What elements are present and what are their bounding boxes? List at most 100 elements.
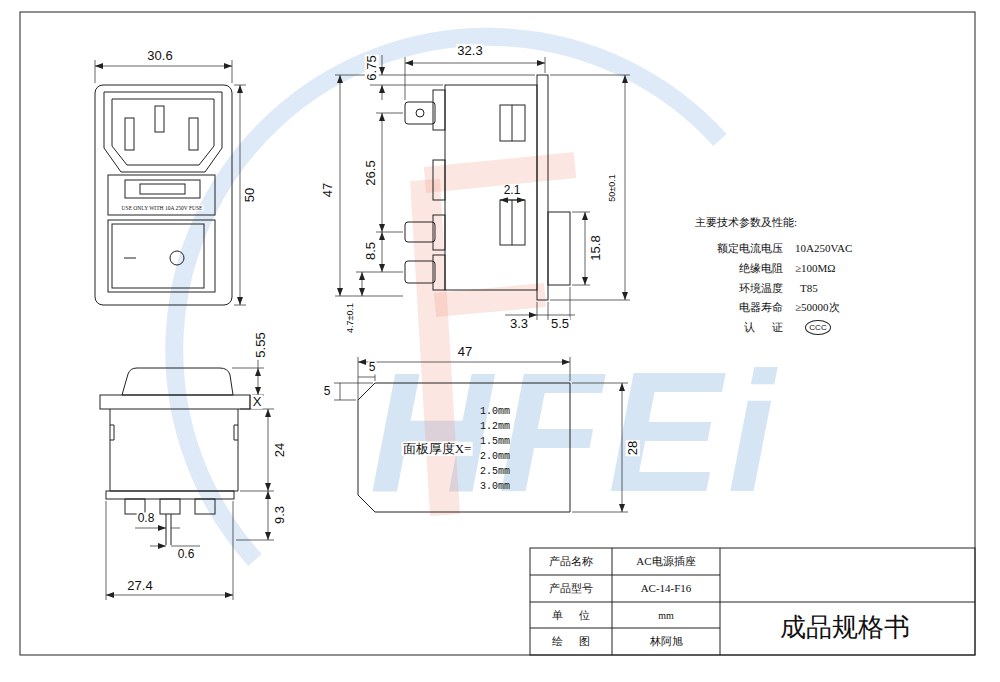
side-view-part (405, 102, 435, 124)
side-view-part (545, 57, 546, 73)
dimension-text: 47 (321, 182, 335, 198)
panel-cutout-part (358, 377, 375, 378)
spec-text: 认 证 (744, 321, 783, 333)
front-view-part (112, 224, 204, 288)
spec-text: 环境温度 (739, 282, 783, 294)
watermark-logo (174, 37, 720, 560)
side-view-part (382, 232, 383, 272)
side-view-part (585, 212, 586, 285)
spec-text: 主要技术参数及性能: (695, 216, 797, 228)
title-block-part (530, 575, 720, 576)
dimension-text: 0.6 (177, 548, 196, 561)
switch-side-view-part (234, 425, 238, 440)
switch-side-view-part (258, 368, 259, 395)
switch-side-view-part (166, 514, 167, 545)
front-view-part (140, 184, 185, 194)
watermark-logo-part (425, 165, 575, 180)
table-cell: 林阿旭 (649, 635, 684, 647)
dimension-text: 5 (323, 385, 332, 398)
switch-side-view-part (232, 368, 264, 369)
side-view-part (548, 212, 570, 285)
switch-side-view-part (135, 528, 166, 529)
watermark-logo-part (174, 37, 720, 560)
front-view-part (155, 106, 164, 132)
spec-text: 额定电流电压 (717, 242, 783, 254)
dimension-text: 30.6 (146, 49, 173, 63)
dimension-text: 26.5 (364, 159, 378, 186)
dimension-text: 3.0mm (480, 481, 510, 492)
certification-mark: CCC (805, 320, 830, 335)
panel-cutout-part (572, 512, 628, 513)
panel-cutout-part (375, 374, 376, 381)
side-view-part (512, 105, 513, 141)
side-view-part (376, 113, 403, 114)
side-view-part (625, 75, 626, 300)
title-block (530, 548, 975, 655)
dimension-text: 27.4 (126, 579, 153, 593)
switch-side-view-part (258, 360, 259, 368)
switch-side-view-part (106, 595, 233, 596)
side-view-part (382, 55, 383, 75)
title-block-part (530, 628, 720, 629)
switch-side-view-part (171, 528, 180, 529)
front-view-part (112, 99, 214, 165)
side-view-part (370, 85, 443, 86)
side-view-part (572, 212, 590, 213)
sheet-frame-part (20, 12, 975, 655)
front-view-part (125, 118, 134, 150)
switch-side-view-part (106, 491, 234, 499)
front-view (95, 60, 246, 305)
panel-cutout-part (340, 383, 341, 400)
side-view-part (500, 105, 525, 141)
side-view-part (356, 272, 403, 273)
side-view-part (548, 315, 575, 316)
side-view-part (382, 113, 383, 232)
dimension-text: 5.55 (254, 331, 268, 358)
spec-text: 10A250VAC (795, 242, 852, 254)
table-cell: 绘 图 (551, 635, 592, 647)
front-view-part (124, 258, 136, 259)
dimension-text: 47 (457, 345, 473, 359)
switch-side-view-part (110, 409, 238, 491)
dimension-text: 0.8 (137, 512, 156, 525)
side-view-part (405, 57, 406, 100)
side-view-part (550, 75, 630, 76)
side-view-part (548, 302, 549, 320)
dimension-text: 1.0mm (480, 406, 510, 417)
dimension-text: 15.8 (589, 234, 603, 261)
front-view-part (170, 251, 184, 265)
side-view-part (382, 85, 383, 100)
front-view-part (95, 85, 232, 305)
side-view-part (416, 109, 424, 117)
side-view-part (376, 232, 403, 233)
switch-side-view-part (106, 501, 107, 600)
switch-side-view-part (268, 409, 269, 491)
dimension-text: 2.1 (503, 184, 522, 197)
front-view-part (232, 60, 233, 83)
switch-side-view-part (160, 499, 180, 514)
panel-cutout-part (358, 357, 359, 400)
switch-side-view-part (100, 395, 250, 409)
dimension-text: 28 (626, 440, 640, 456)
dimension-text: 1.2mm (480, 421, 510, 432)
dimension-text: 50 (243, 187, 257, 203)
side-view-part (550, 300, 630, 301)
front-view-part (108, 220, 215, 292)
side-view-part (405, 63, 545, 64)
table-cell: 单 位 (551, 609, 592, 621)
watermark-logo-part (435, 295, 545, 305)
front-view-part (125, 180, 200, 198)
switch-side-view-part (240, 491, 274, 492)
side-view-part (433, 160, 445, 200)
side-view-part (500, 200, 525, 201)
dimension-text: 50±0.1 (608, 173, 618, 202)
front-view-part (240, 85, 241, 305)
side-view-part (537, 75, 548, 300)
title-block-part (530, 548, 975, 655)
table-cell: 产品型号 (548, 582, 594, 594)
front-view-part (95, 60, 96, 83)
side-view-part (537, 315, 548, 316)
switch-side-view-part (110, 425, 114, 440)
switch-side-view-part (195, 499, 215, 514)
